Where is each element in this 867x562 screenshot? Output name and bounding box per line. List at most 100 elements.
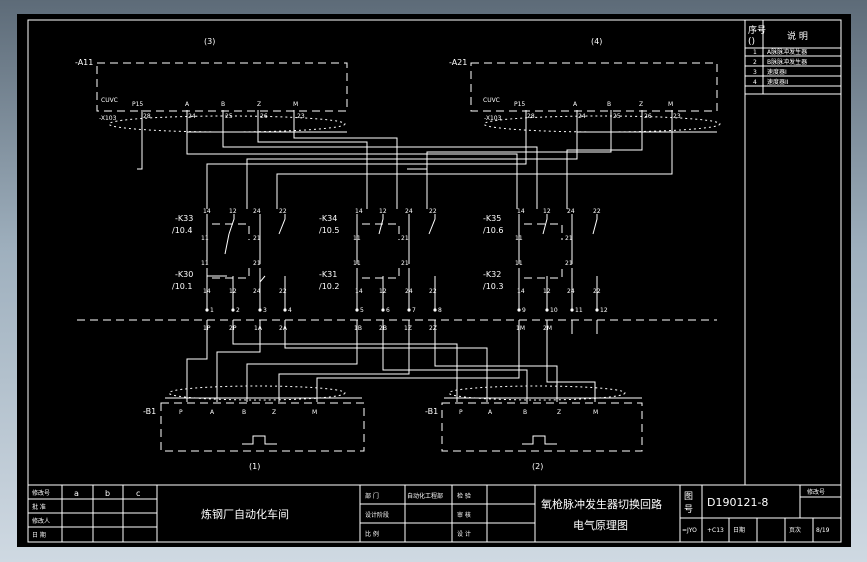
relay-k32[interactable]: -K32 /10.3 11 21 14 12 24 22 (483, 260, 601, 309)
contact-num: 14 (203, 208, 211, 215)
review-label: 审 核 (457, 511, 471, 519)
row-label: 修改人 (32, 517, 50, 525)
a21-cuvc: CUVC (483, 97, 500, 104)
terminal-label: 2Z (429, 325, 437, 332)
terminal-dots (205, 308, 599, 312)
module-b1-left[interactable]: -B1 P A B Z M (143, 385, 365, 452)
row-label: 批 准 (32, 503, 46, 511)
contact-num: 21 (253, 235, 261, 242)
contact-num: 14 (355, 288, 363, 295)
contact-num: 22 (279, 288, 287, 295)
terminal-num: 11 (575, 307, 583, 314)
schematic-drawing: 序号 () 说 明 1 A脉脉冲发生器 2 B脉脉冲发生器 3 速度器I 4 速… (27, 19, 842, 543)
b1-ref: -B1 (425, 407, 438, 416)
rev-col: c (136, 489, 140, 498)
terminal-num: 12 (600, 307, 608, 314)
legend-row-text: 速度器II (767, 78, 789, 86)
drawing-number: D190121-8 (707, 496, 768, 509)
drawing-title: 氧枪脉冲发生器切换回路 (541, 497, 662, 511)
a11-x103: -X103 (99, 115, 117, 122)
fig-label: 图 (684, 491, 693, 502)
b1-pin-label: B (523, 409, 527, 416)
relay-k30[interactable]: -K30 /10.1 11 21 14 12 24 22 (172, 260, 287, 309)
contact-num: 21 (253, 260, 261, 267)
contact-num: 24 (405, 208, 413, 215)
designer-label: 设 计 (457, 530, 471, 538)
terminal-num: 10 (550, 307, 558, 314)
section-label-1: (1) (249, 462, 260, 471)
contact-num: 12 (379, 208, 387, 215)
a11-pin-label: M (293, 101, 298, 108)
a11-pin-num: 25 (225, 113, 233, 120)
terminal-label: 1M (516, 325, 525, 332)
module-a21[interactable]: -A21 CUVC -X103 P15 A B Z M 28 24 25 26 … (449, 58, 721, 133)
b1-pin-label: P (459, 409, 463, 416)
a11-ref: -A11 (75, 58, 93, 67)
relay-k31[interactable]: -K31 /10.2 11 21 14 12 24 22 (319, 260, 437, 309)
terminal-num: 1 (210, 307, 214, 314)
legend-row-text: 速度器I (767, 68, 787, 76)
contact-num: 24 (567, 208, 575, 215)
relay-addr: /10.3 (483, 282, 504, 291)
a21-x103: -X103 (484, 115, 502, 122)
terminal-label: 1B (354, 325, 362, 332)
b1-pin-label: A (210, 409, 215, 416)
terminal-label: 2A (279, 325, 288, 332)
a21-pin-label: B (607, 101, 611, 108)
relay-k33[interactable]: -K33 /10.4 14 12 24 22 11 21 (172, 208, 287, 264)
fig-label: 号 (684, 504, 693, 515)
module-b1-right[interactable]: -B1 P A B Z M (425, 385, 643, 452)
contact-num: 14 (517, 288, 525, 295)
relay-ref: -K30 (175, 270, 193, 279)
a21-ref: -A21 (449, 58, 467, 67)
terminal-num: 5 (360, 307, 364, 314)
drawing-subtitle: 电气原理图 (573, 518, 628, 532)
legend-table: 序号 () 说 明 1 A脉脉冲发生器 2 B脉脉冲发生器 3 速度器I 4 速… (745, 20, 841, 95)
relay-ref: -K35 (483, 214, 501, 223)
a21-pin-num: 28 (527, 113, 535, 120)
title-block: 修改号 a b c 批 准 修改人 日 期 炼钢厂自动化车间 部 门 自动化工程… (27, 484, 842, 543)
relay-k35[interactable]: -K35 /10.6 14 12 24 22 11 21 (483, 208, 601, 264)
contact-num: 14 (517, 208, 525, 215)
section-label-4: (4) (591, 37, 602, 46)
a11-pin-num: 23 (297, 113, 305, 120)
a11-pin-num: 26 (260, 113, 268, 120)
section-label-3: (3) (204, 37, 215, 46)
module-a11[interactable]: -A11 CUVC -X103 P15 A B Z M 28 24 25 26 … (75, 58, 348, 133)
relay-ref: -K33 (175, 214, 193, 223)
a21-pin-label: P15 (514, 101, 525, 108)
terminal-strip[interactable]: 1 2 3 4 5 6 7 8 9 10 11 12 1P 2P 1A 2A 1… (77, 307, 717, 332)
terminal-num: 7 (412, 307, 416, 314)
a11-pin-label: P15 (132, 101, 143, 108)
legend-header-sym: () (748, 37, 755, 47)
legend-row-text: A脉脉冲发生器 (767, 48, 807, 56)
rev-box-label: 修改号 (807, 488, 825, 496)
relay-addr: /10.1 (172, 282, 193, 291)
page-value: 8/19 (816, 527, 830, 534)
section-label-2: (2) (532, 462, 543, 471)
a11-cuvc: CUVC (101, 97, 118, 104)
legend-row-no: 4 (753, 79, 757, 86)
page-label: 页次 (789, 526, 801, 534)
relay-addr: /10.2 (319, 282, 340, 291)
a11-pin-label: A (185, 101, 190, 108)
contact-num: 21 (565, 235, 573, 242)
relay-addr: /10.5 (319, 226, 340, 235)
a21-pin-label: M (668, 101, 673, 108)
terminal-num: 6 (386, 307, 390, 314)
contact-num: 11 (201, 260, 209, 267)
b1-pin-label: M (312, 409, 317, 416)
wiring-bottom (165, 320, 642, 402)
a21-pin-num: 23 (673, 113, 681, 120)
cad-viewport[interactable]: 序号 () 说 明 1 A脉脉冲发生器 2 B脉脉冲发生器 3 速度器I 4 速… (17, 14, 851, 547)
b1-pin-label: Z (557, 409, 561, 416)
relay-k34[interactable]: -K34 /10.5 14 12 24 22 11 21 (319, 208, 437, 264)
contact-num: 22 (279, 208, 287, 215)
contact-num: 12 (229, 208, 237, 215)
b1-pin-label: P (179, 409, 183, 416)
contact-num: 21 (401, 235, 409, 242)
terminal-num: 3 (263, 307, 267, 314)
legend-row-no: 1 (753, 49, 757, 56)
relay-ref: -K34 (319, 214, 337, 223)
ratio-label: 比 例 (365, 530, 379, 538)
